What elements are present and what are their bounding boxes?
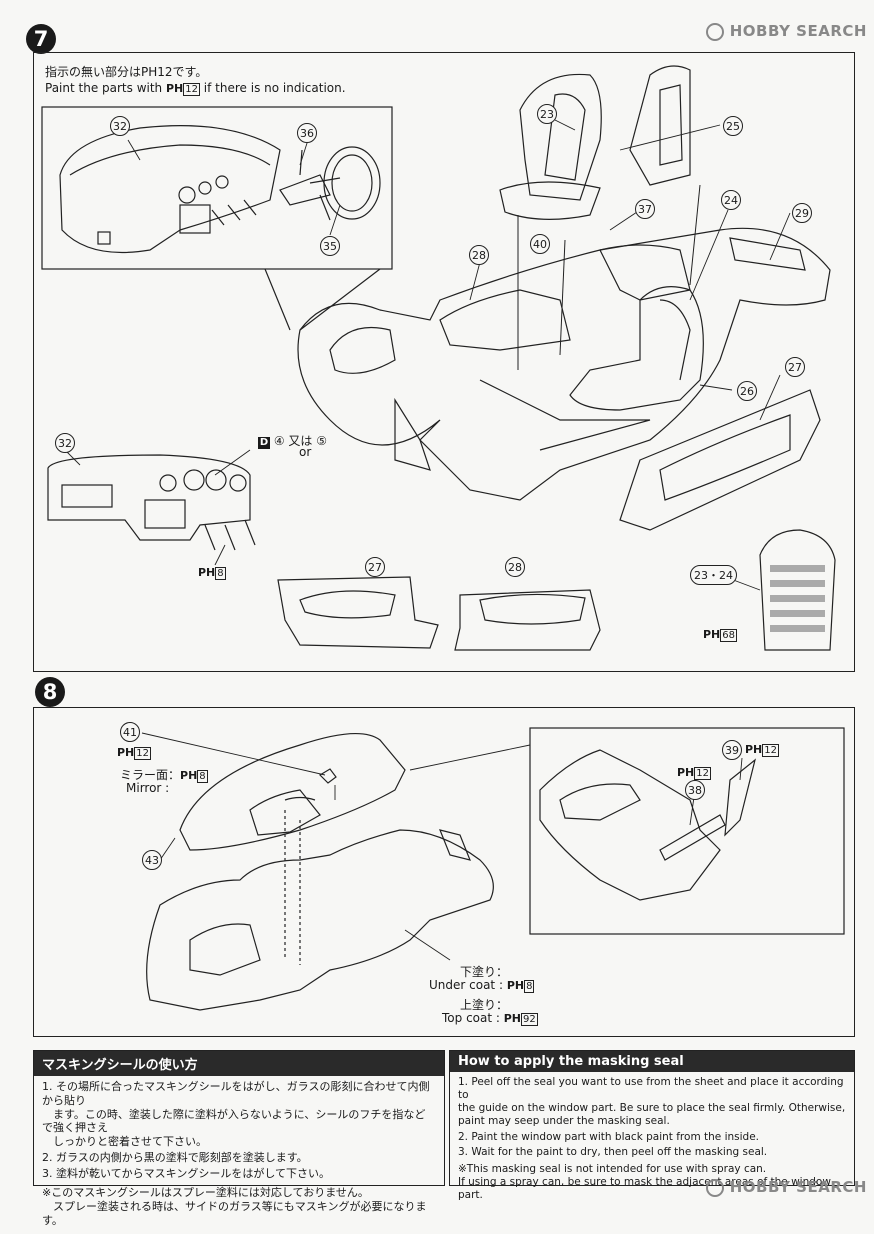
part-26: 26 [737, 381, 757, 401]
undercoat-jp: 下塗り： [460, 965, 509, 979]
mirror-en: Mirror : [126, 781, 170, 795]
step-7-number: 7 [26, 24, 56, 54]
instruction-jp-line: 2. ガラスの内側から黒の塗料で彫刻部を塗装します。 [42, 1150, 308, 1164]
part-23: 23 [537, 104, 557, 124]
instruction-jp-note: ※このマスキングシールはスプレー塗料には対応しておりません。 [42, 1186, 369, 1200]
part-35: 35 [320, 236, 340, 256]
paint-or-en: or [299, 445, 312, 459]
instruction-en-note: ※This masking seal is not intended for u… [458, 1162, 767, 1175]
part-23-24: 23・24 [690, 565, 737, 585]
instructions-en-body: 1. Peel off the seal you want to use fro… [450, 1072, 854, 1208]
step-7-note-jp: 指示の無い部分はPH12です。 [45, 65, 208, 79]
paint-or-jp: 又は [288, 434, 313, 448]
topcoat-code: 92 [521, 1013, 538, 1026]
paint-d-option: D ④ 又は ⑤ [258, 432, 327, 449]
undercoat-en-label: Under coat : [429, 978, 503, 992]
instruction-jp-line: 1. その場所に合ったマスキングシールをはがし、ガラスの彫刻に合わせて内側から貼… [42, 1080, 430, 1107]
watermark-bottom-text: HOBBY SEARCH [729, 1178, 867, 1196]
instruction-en-line: 3. Wait for the paint to dry, then peel … [458, 1145, 768, 1158]
mirror-code: 8 [197, 770, 208, 783]
paint-pedals-code: 8 [215, 567, 226, 580]
note-en-suffix: if there is no indication. [199, 81, 346, 95]
watermark-bottom: HOBBY SEARCH [706, 1178, 867, 1197]
paint-d-letter: D [258, 437, 270, 449]
topcoat-en-label: Top coat : [442, 1011, 500, 1025]
step-8-panel [33, 707, 855, 1037]
part-32-lower: 32 [55, 433, 75, 453]
instruction-en-line: 1. Peel off the seal you want to use fro… [458, 1076, 844, 1102]
instruction-jp-note: スプレー塗装される時は、サイドのガラス等にもマスキングが必要になります。 [42, 1200, 427, 1227]
part-39: 39 [722, 740, 742, 760]
instruction-jp-line: しっかりと密着させて下さい。 [42, 1135, 207, 1148]
topcoat-jp: 上塗り： [460, 998, 509, 1012]
undercoat-code: 8 [524, 980, 535, 993]
instructions-jp-title: マスキングシールの使い方 [34, 1051, 444, 1076]
instructions-en-title: How to apply the masking seal [450, 1051, 854, 1072]
step-8-number: 8 [35, 677, 65, 707]
instruction-jp-line: ます。この時、塗装した際に塗料が入らないように、シールのフチを指などで強く押さえ [42, 1107, 426, 1135]
instruction-jp-line: 3. 塗料が乾いてからマスキングシールをはがして下さい。 [42, 1166, 330, 1180]
paint-seat-code: 68 [720, 629, 738, 642]
part-37: 37 [635, 199, 655, 219]
note-en-code: 12 [183, 83, 200, 96]
instruction-en-note: If using a spray can, be sure to mask th… [458, 1175, 831, 1201]
part-38: 38 [685, 780, 705, 800]
part-27: 27 [785, 357, 805, 377]
instruction-en-line: 2. Paint the window part with black pain… [458, 1130, 760, 1143]
paint-option-a: ④ [273, 434, 285, 448]
instruction-en-line: paint may seep under the masking seal. [458, 1115, 670, 1128]
mirror-jp-label: ミラー面： [120, 768, 181, 782]
part-29: 29 [792, 203, 812, 223]
part-43: 43 [142, 850, 162, 870]
watermark-logo-icon [706, 1178, 724, 1197]
instructions-jp-panel: マスキングシールの使い方 1. その場所に合ったマスキングシールをはがし、ガラス… [33, 1050, 445, 1227]
step-7-panel [33, 52, 855, 672]
part-28: 28 [469, 245, 489, 265]
part-40: 40 [530, 234, 550, 254]
paint-41-code: 12 [134, 747, 152, 760]
paint-option-b: ⑤ [316, 434, 328, 448]
part-25: 25 [723, 116, 743, 136]
instructions-jp-body: 1. その場所に合ったマスキングシールをはがし、ガラスの彫刻に合わせて内側から貼… [34, 1076, 444, 1234]
part-24: 24 [721, 190, 741, 210]
part-32-dashboard: 32 [110, 116, 130, 136]
instructions-en-panel: How to apply the masking seal 1. Peel of… [449, 1050, 855, 1201]
part-27-door: 27 [365, 557, 385, 577]
part-41: 41 [120, 722, 140, 742]
note-en-prefix: Paint the parts with [45, 81, 166, 95]
paint-39-code: 12 [762, 744, 780, 757]
part-28-door: 28 [505, 557, 525, 577]
watermark-top: HOBBY SEARCH [706, 22, 867, 41]
instruction-en-line: the guide on the window part. Be sure to… [458, 1102, 846, 1115]
part-36: 36 [297, 123, 317, 143]
watermark-logo-icon [706, 22, 724, 41]
paint-38-code: 12 [694, 767, 712, 780]
watermark-top-text: HOBBY SEARCH [729, 22, 867, 40]
